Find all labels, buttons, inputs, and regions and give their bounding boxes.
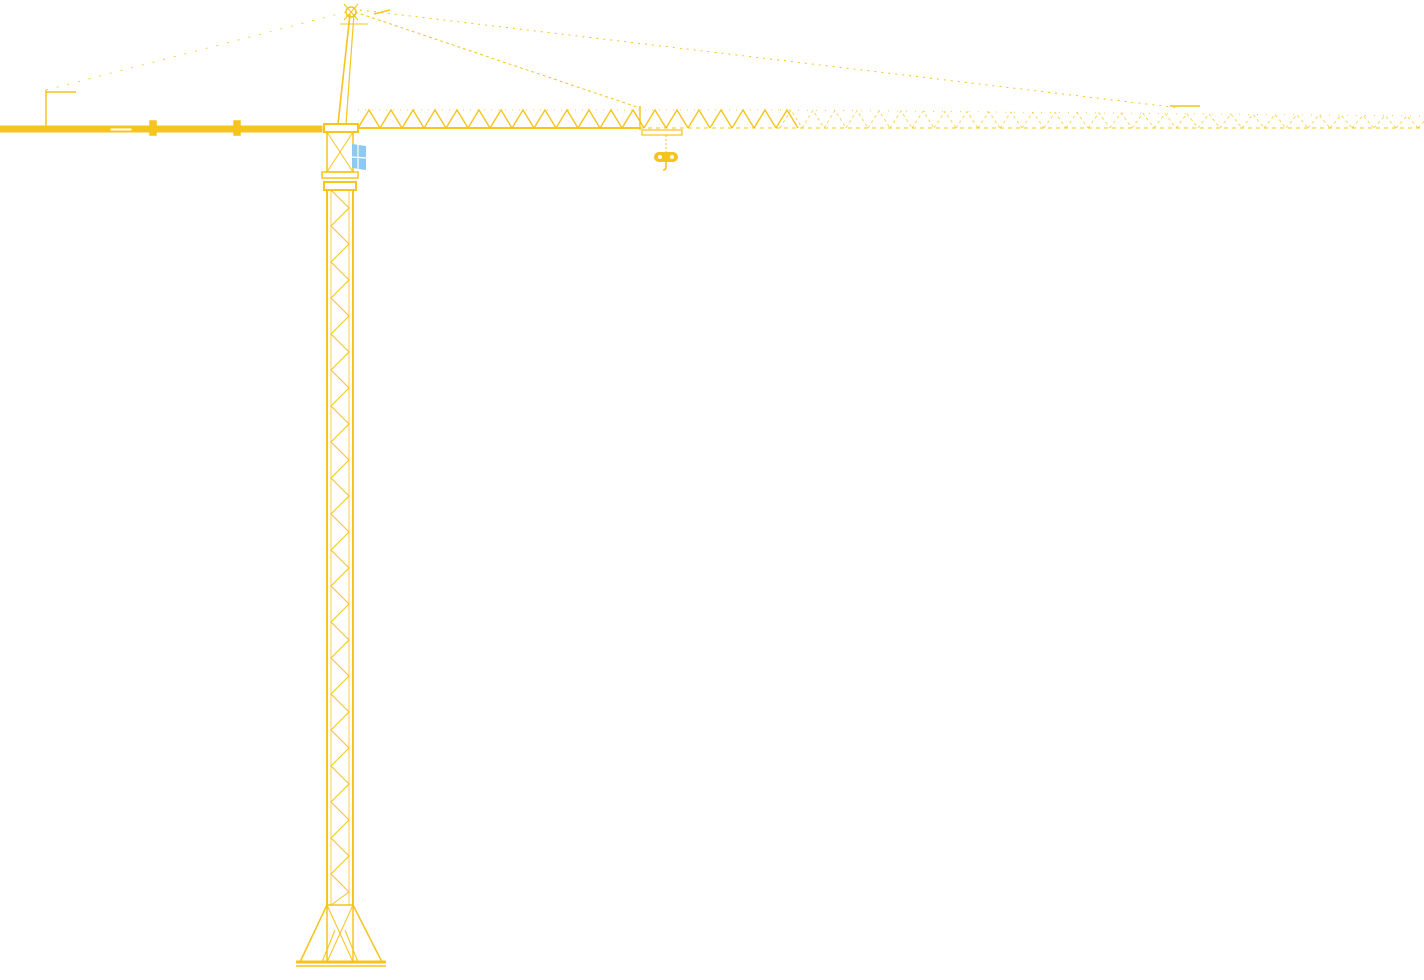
hook-icon <box>654 152 678 171</box>
counter-weight-clamp-2 <box>233 120 241 136</box>
base-inner-left <box>321 929 336 963</box>
tower-mast <box>326 189 354 906</box>
cat-head-right-leg <box>345 13 355 125</box>
mast-head-collar <box>323 181 357 191</box>
base-brace-2 <box>326 904 354 963</box>
pendant-front-inner <box>354 11 641 109</box>
window-icon <box>351 144 367 170</box>
counter-jib-marker <box>109 127 133 132</box>
counter-weight-clamp-1 <box>149 120 157 136</box>
counter-jib <box>0 90 323 136</box>
turntable-top <box>323 123 359 133</box>
cabin-glass-divider-h <box>351 156 367 159</box>
hook-sheave-1 <box>658 155 662 159</box>
base-right-strut <box>352 904 383 963</box>
hook-sheave-2 <box>670 155 674 159</box>
base-left-strut <box>299 904 328 963</box>
hook-tip <box>662 162 667 171</box>
jib-lattice-inner <box>357 108 799 129</box>
trolley <box>641 129 683 152</box>
slewing-brace-2 <box>326 131 354 173</box>
tower-base <box>296 904 386 967</box>
counter-jib-beam <box>0 125 323 133</box>
cat-head-left-leg <box>337 13 351 125</box>
main-jib <box>357 105 1424 130</box>
pendant-rear <box>45 11 347 91</box>
jib-lattice-outer <box>779 109 1424 129</box>
trolley-carriage <box>641 129 683 136</box>
cat-head-cap-2 <box>343 3 359 21</box>
jib-top-chord-outer <box>779 109 1424 117</box>
slewing-ring <box>321 171 359 179</box>
pendant-ties <box>45 9 1181 109</box>
pendant-link <box>373 9 391 15</box>
base-frame <box>326 904 354 963</box>
mast-lattice <box>330 189 350 906</box>
cat-head <box>337 3 368 125</box>
pendant-front-outer <box>359 9 1181 109</box>
hook-block <box>654 152 678 162</box>
base-inner-right <box>344 929 359 963</box>
